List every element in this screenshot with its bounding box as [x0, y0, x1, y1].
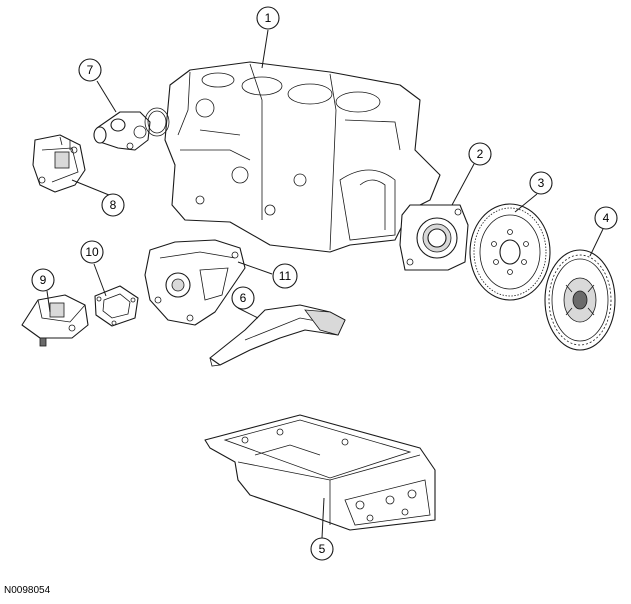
engine-mount-bracket: [21, 294, 89, 347]
callout-label: 11: [279, 269, 292, 283]
callout-label: 8: [110, 198, 117, 212]
callout-3: 3: [529, 171, 553, 195]
callout-4: 4: [594, 206, 618, 230]
leader-lines: [46, 29, 604, 539]
callout-7: 7: [78, 58, 102, 82]
cylinder-block: [164, 61, 441, 253]
callout-9: 9: [31, 268, 55, 292]
callout-1: 1: [256, 6, 280, 30]
callout-label: 10: [85, 245, 99, 259]
callout-label: 4: [603, 211, 610, 225]
callout-label: 2: [477, 147, 484, 161]
flywheel: [469, 203, 551, 301]
callout-label: 9: [40, 273, 47, 287]
callout-10: 10: [80, 240, 104, 264]
callout-label: 5: [319, 542, 326, 556]
callout-label: 1: [265, 11, 272, 25]
callout-11: 11: [272, 263, 298, 289]
callout-6: 6: [231, 286, 255, 310]
oil-pump-front-cover: [144, 239, 246, 326]
oil-pickup-tube: [209, 304, 346, 367]
callout-5: 5: [310, 537, 334, 561]
figure-code: N0098054: [4, 585, 51, 596]
callout-label: 3: [538, 176, 545, 190]
thermostat-gasket: [144, 107, 170, 137]
callout-label: 6: [240, 291, 247, 305]
callout-label: 7: [87, 63, 94, 77]
oil-pan: [204, 414, 436, 531]
callout-8: 8: [101, 193, 125, 217]
rear-seal-retainer: [399, 204, 469, 271]
thermostat-housing: [93, 111, 151, 151]
water-pump: [32, 134, 86, 193]
gasket: [94, 285, 139, 327]
clutch-disc: [544, 249, 616, 351]
callout-2: 2: [468, 142, 492, 166]
